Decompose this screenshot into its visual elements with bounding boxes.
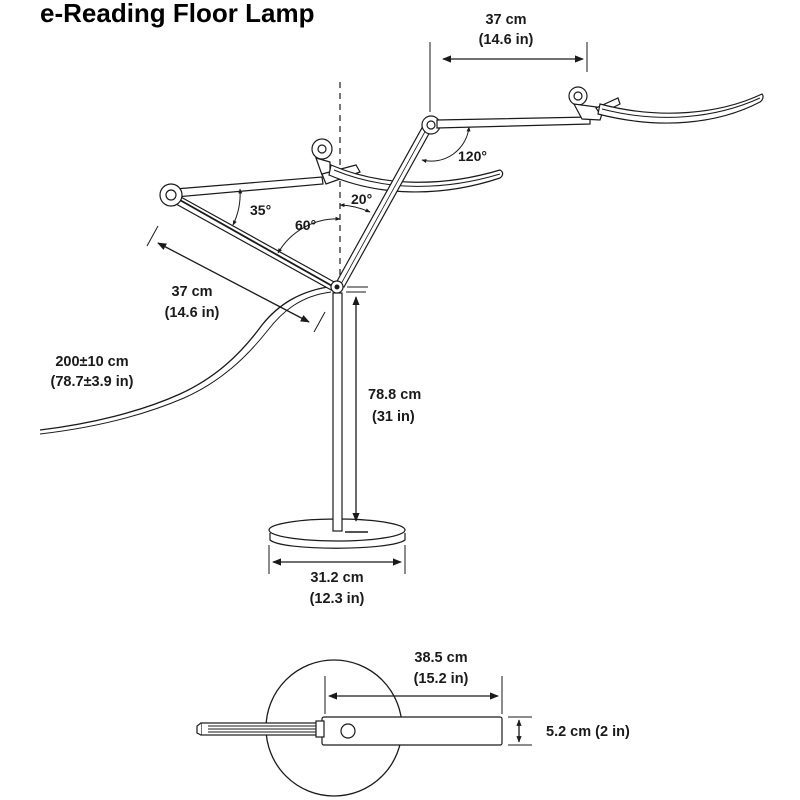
cable-length-cm: 200±10 cm <box>55 354 128 370</box>
lamp-pole <box>332 292 343 532</box>
lower-arm-length-in: (14.6 in) <box>165 305 220 321</box>
head-width: 5.2 cm (2 in) <box>546 724 630 740</box>
angle-label-60: 60° <box>295 217 316 233</box>
top-view-knob <box>340 723 356 739</box>
angle-arc-20 <box>339 203 371 213</box>
top-arm-length-cm: 37 cm <box>485 12 526 28</box>
base-diameter-in: (12.3 in) <box>310 591 365 607</box>
angle-label-35: 35° <box>250 202 271 218</box>
lower-arm-folded <box>159 176 337 292</box>
pole-height-cm: 78.8 cm <box>368 387 421 403</box>
lower-arm-dimension-line <box>157 242 310 323</box>
angle-arc-120 <box>421 126 471 164</box>
head-length-cm: 38.5 cm <box>414 650 467 666</box>
angle-label-20: 20° <box>351 191 372 207</box>
pole-joint <box>330 280 368 294</box>
top-arm-length-in: (14.6 in) <box>479 32 534 48</box>
lower-arm-extension-right <box>313 311 326 333</box>
angle-arc-35 <box>232 188 243 226</box>
base-diameter-cm: 31.2 cm <box>310 570 363 586</box>
pole-height-in: (31 in) <box>372 409 415 425</box>
angle-label-120: 120° <box>458 148 487 164</box>
upper-arm-extended <box>335 115 591 288</box>
page-title: e-Reading Floor Lamp <box>40 0 314 28</box>
lower-arm-extension-left <box>146 225 159 247</box>
upper-lamp-head <box>568 86 764 124</box>
lower-arm-length-cm: 37 cm <box>171 284 212 300</box>
top-view <box>196 659 503 797</box>
head-length-in: (15.2 in) <box>414 671 469 687</box>
cable-length-in: (78.7±3.9 in) <box>51 374 134 390</box>
